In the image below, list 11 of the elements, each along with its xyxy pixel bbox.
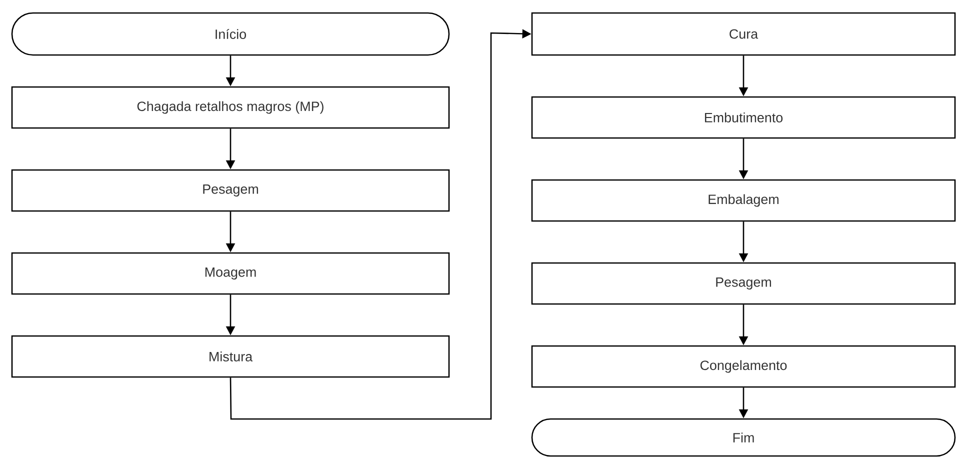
process-box: Embalagem: [531, 179, 956, 222]
process-box: Embutimento: [531, 96, 956, 139]
process-box: Chagada retalhos magros (MP): [11, 86, 450, 129]
process-box: Mistura: [11, 335, 450, 378]
process-box: Congelamento: [531, 345, 956, 388]
process-box: Pesagem: [531, 262, 956, 305]
process-box: Moagem: [11, 252, 450, 295]
terminal-box: Fim: [531, 418, 956, 457]
process-box: Cura: [531, 12, 956, 56]
terminal-box: Início: [11, 12, 450, 56]
process-box: Pesagem: [11, 169, 450, 212]
